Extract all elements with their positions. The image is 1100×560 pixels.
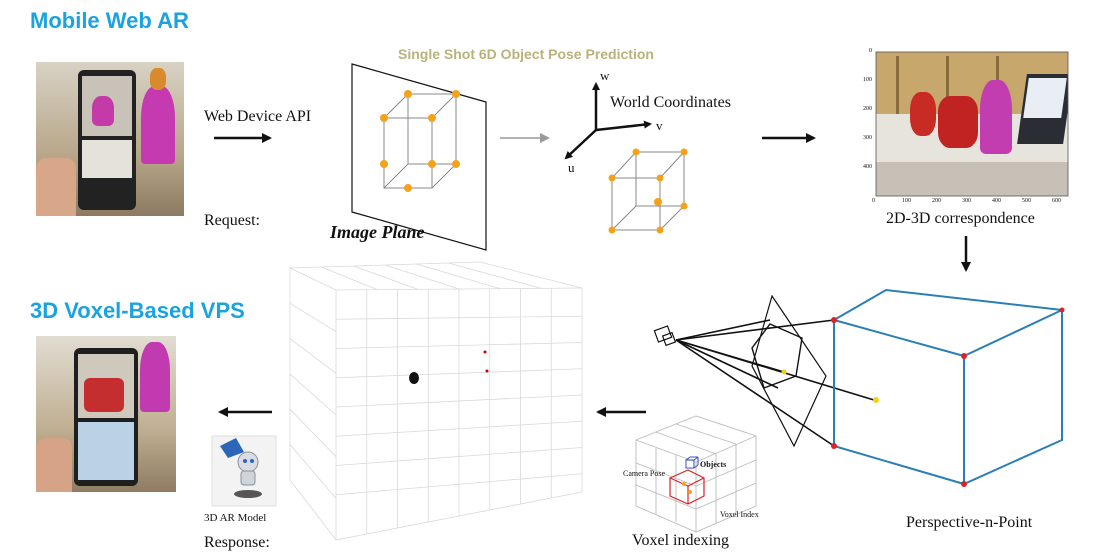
voxel-index-cube bbox=[635, 415, 757, 533]
voxel-grid bbox=[289, 261, 583, 541]
phone-response-photo bbox=[36, 336, 176, 492]
plot-x-tick: 500 bbox=[1022, 198, 1031, 204]
plot-y-tick: 100 bbox=[863, 77, 872, 83]
phone-request-photo bbox=[36, 62, 184, 216]
response-label: Response: bbox=[204, 534, 270, 551]
pnp-blue-cube bbox=[833, 288, 1063, 486]
pnp-projected-shape bbox=[751, 323, 803, 389]
image-plane bbox=[351, 63, 487, 251]
objects-label: Objects bbox=[700, 460, 727, 469]
pnp-image-plane bbox=[751, 294, 827, 448]
plot-y-tick: 300 bbox=[863, 135, 872, 141]
plot-x-tick: 600 bbox=[1052, 198, 1061, 204]
pnp-rays bbox=[675, 319, 875, 447]
pnp-diagram bbox=[653, 288, 1065, 487]
voxel-vps-heading: 3D Voxel-Based VPS bbox=[30, 298, 245, 323]
image-plane-label: Image Plane bbox=[330, 222, 425, 242]
camera-pose-label: Camera Pose bbox=[623, 469, 665, 478]
web-device-api-label: Web Device API bbox=[204, 108, 312, 125]
plot-x-tick: 300 bbox=[962, 198, 971, 204]
voxel-index-highlight bbox=[669, 469, 705, 505]
axis-v-label: v bbox=[656, 118, 663, 133]
correspondence-plot-frame bbox=[875, 51, 1069, 197]
mobile-web-ar-heading: Mobile Web AR bbox=[30, 8, 189, 33]
axis-w-label: w bbox=[600, 68, 610, 83]
ar-model-label: 3D AR Model bbox=[204, 512, 267, 524]
voxel-index-label: Voxel Index bbox=[720, 510, 759, 519]
image-plane-cube bbox=[383, 93, 457, 189]
plot-x-tick: 400 bbox=[992, 198, 1001, 204]
pnp-label: Perspective-n-Point bbox=[906, 514, 1033, 531]
world-cube bbox=[611, 151, 685, 231]
world-axes bbox=[564, 82, 652, 160]
image-plane-keypoints bbox=[380, 90, 460, 192]
axis-u-label: u bbox=[568, 160, 575, 175]
pnp-camera-icon bbox=[653, 325, 677, 347]
correspondence-label: 2D-3D correspondence bbox=[886, 210, 1035, 227]
plot-x-tick: 0 bbox=[872, 198, 875, 204]
voxel-indexing-label: Voxel indexing bbox=[632, 532, 730, 549]
pnp-corner-points bbox=[831, 307, 1065, 487]
pnp-projected-center bbox=[781, 369, 787, 375]
pose-prediction-heading: Single Shot 6D Object Pose Prediction bbox=[398, 46, 654, 62]
plot-y-tick: 0 bbox=[869, 48, 872, 54]
plot-x-tick: 200 bbox=[932, 198, 941, 204]
correspondence-scene-photo bbox=[876, 52, 1068, 196]
voxel-object-marker bbox=[409, 350, 489, 384]
plot-y-tick: 400 bbox=[863, 164, 872, 170]
world-coordinates-label: World Coordinates bbox=[610, 94, 731, 111]
plot-y-tick: 200 bbox=[863, 106, 872, 112]
ar-model-icon bbox=[211, 435, 277, 507]
objects-icon bbox=[685, 456, 699, 469]
request-label: Request: bbox=[204, 212, 260, 229]
world-cube-keypoints bbox=[608, 148, 688, 234]
pnp-center-point bbox=[873, 397, 879, 403]
plot-x-tick: 100 bbox=[902, 198, 911, 204]
